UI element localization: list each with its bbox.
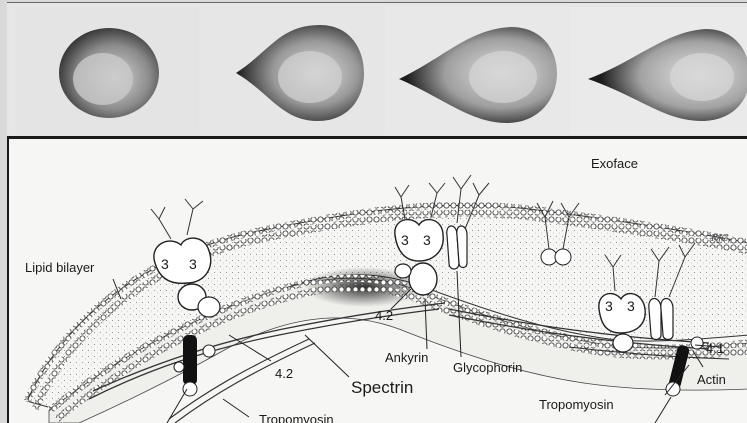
micrograph-stage-3 [385,7,569,135]
glycophorin-label: Glycophorin [453,361,522,374]
ankyrin-label: Ankyrin [385,351,428,364]
band-3-label-a: 3 [161,257,169,271]
exoface-label: Exoface [591,157,638,170]
band-3-label-d: 3 [423,233,431,247]
tropomyosin-bottom-label: Tropomyosin [259,413,334,423]
band-3-label-b: 3 [189,257,197,271]
cell-deformation-photo-strip [7,2,747,137]
artist-signature: RJG. [711,235,731,244]
band-3-label-f: 3 [627,299,635,313]
micrograph-stage-1 [15,7,199,135]
band-4-1-label: 4.1 [706,342,724,355]
lipid-bilayer-label: Lipid bilayer [25,261,94,274]
band-4-2-left-label: 4.2 [275,367,293,380]
micrograph-stage-2 [200,7,384,135]
band-3-label-e: 3 [605,299,613,313]
actin-label: Actin [697,373,726,386]
membrane-cytoskeleton-diagram: Exoface Lipid bilayer 3 3 3 3 3 3 4.2 4.… [7,139,747,423]
spectrin-label: Spectrin [351,379,413,396]
band-4-2-center-label: 4.2 [375,309,393,322]
band-3-label-c: 3 [401,233,409,247]
micrograph-stage-4 [570,7,747,135]
tropomyosin-right-label: Tropomyosin [539,398,614,411]
